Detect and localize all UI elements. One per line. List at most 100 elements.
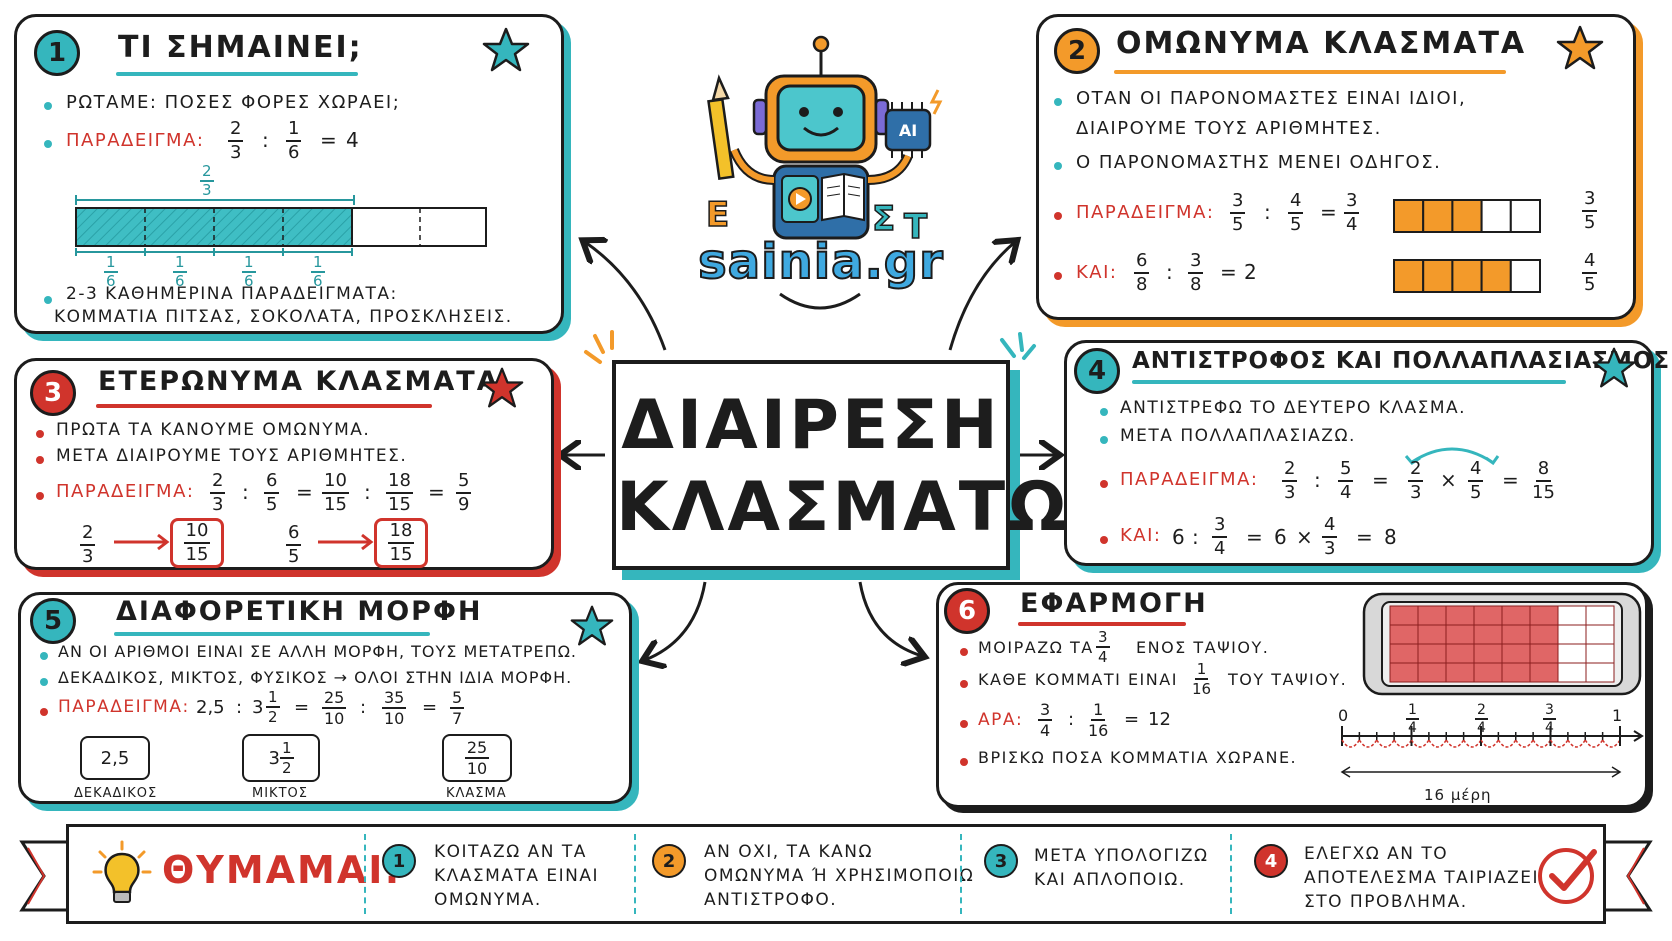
tray-cell	[1557, 624, 1587, 645]
hop-arc	[1584, 739, 1604, 748]
hop-arc	[1567, 739, 1586, 748]
tray-cell	[1473, 605, 1503, 626]
card6-title-underline	[1018, 622, 1186, 626]
card3-title-underline	[96, 404, 432, 408]
star-icon	[1592, 347, 1636, 388]
card5-bullet-same-form: ΔΕΚΑΔΙΚΟΣ, ΜΙΚΤΟΣ, ΦΥΣΙΚΟΣ → ΟΛΟΙ ΣΤΗΝ Ι…	[58, 668, 573, 687]
step3-badge: 3	[984, 844, 1018, 878]
bar1-segment	[1393, 199, 1425, 233]
card4-bullet-multiply: ΜΕΤΑ ΠΟΛΛΑΠΛΑΣΙΑΖΩ.	[1120, 426, 1356, 446]
step2-text-1: ΑΝ ΟΧΙ, ΤΑ ΚΑΝΩ	[704, 842, 874, 862]
card2-e1-op: :	[1264, 200, 1271, 224]
card3-e-op2: :	[364, 480, 371, 504]
card6-bullet-find: ΒΡΙΣΚΩ ΠΟΣΑ ΚΟΜΜΑΤΙΑ ΧΩΡΑΝΕ.	[978, 748, 1298, 767]
card5-e-op1: :	[236, 697, 243, 718]
tray-cell	[1445, 643, 1475, 664]
card4-e2-whole2: 6	[1274, 525, 1287, 549]
center-title-line2: ΚΛΑΣΜΑΤΩΝ	[616, 468, 1129, 547]
step1-text-3: ΟΜΩΝΥΜΑ.	[434, 890, 542, 910]
tray-cell	[1501, 662, 1531, 683]
lightbulb-icon	[92, 840, 152, 903]
card2-kai-label: ΚΑΙ:	[1076, 262, 1118, 283]
tray-cell	[1417, 605, 1447, 626]
logo-smile	[779, 292, 861, 310]
card5-e-op2: :	[360, 697, 367, 718]
card1-eq: =	[320, 128, 337, 152]
tray-cell	[1473, 624, 1503, 645]
card5-decimal-label: ΔΕΚΑΔΙΚΟΣ	[74, 786, 158, 801]
card6-number-line	[1340, 726, 1644, 778]
hop-arc	[1515, 739, 1534, 748]
card6-ara-label: ΑΡΑ:	[978, 710, 1024, 730]
card5-example-label: ΠΑΡΑΔΕΙΓΜΑ:	[58, 697, 190, 717]
card5-fraction-label: ΚΛΑΣΜΑ	[446, 786, 507, 801]
step4-text-2: ΑΠΟΤΕΛΕΣΜΑ ΤΑΙΡΙΑΖΕΙ	[1304, 868, 1540, 888]
card2-title: ΟΜΩΝΥΜΑ ΚΛΑΣΜΑΤΑ	[1116, 26, 1527, 61]
center-title-line1: ΔΙΑΙΡΕΣΗ	[621, 386, 1001, 465]
tray-cell	[1473, 643, 1503, 664]
tray-cell	[1445, 662, 1475, 683]
tray-cell	[1557, 662, 1587, 683]
card4-e2-op: :	[1192, 525, 1199, 549]
step2-badge: 2	[652, 844, 686, 878]
card4-example-label: ΠΑΡΑΔΕΙΓΜΑ:	[1120, 469, 1259, 490]
card6-e-op: :	[1068, 709, 1075, 730]
tray-cell	[1473, 662, 1503, 683]
card5-decimal-box: 2,5	[80, 736, 150, 780]
banner-ribbon-ends	[19, 840, 1653, 912]
card-meaning	[14, 14, 564, 334]
card3-e-eq2: =	[428, 480, 445, 504]
hop-arc	[1393, 739, 1413, 748]
card5-e-eq2: =	[422, 697, 438, 718]
card4-e-op1: :	[1314, 468, 1321, 492]
card2-bar-3-5	[1393, 199, 1542, 233]
card2-e1-eq: =	[1320, 200, 1337, 224]
step1-badge: 1	[382, 844, 416, 878]
banner-title: ΘΥΜΑΜΑΙ:	[162, 848, 402, 892]
tray-cell	[1529, 624, 1559, 645]
tray-cell	[1501, 605, 1531, 626]
card1-op: :	[262, 128, 269, 152]
arrow-to-card5	[645, 581, 707, 660]
hop-arc	[1601, 739, 1621, 748]
arrow-to-card6	[858, 581, 922, 656]
tray-cell	[1585, 662, 1615, 683]
card4-e2-times: ×	[1296, 525, 1313, 549]
hop-arc	[1428, 739, 1447, 748]
tray-cell	[1417, 643, 1447, 664]
card5-e-eq1: =	[294, 697, 310, 718]
card1-example-label: ΠΑΡΑΔΕΙΓΜΑ:	[66, 130, 205, 151]
card4-e2-eq2: =	[1356, 525, 1373, 549]
card5-title-underline	[114, 632, 430, 636]
card4-e2-result: 8	[1384, 525, 1397, 549]
tray-cell	[1585, 643, 1615, 664]
step4-text-1: ΕΛΕΓΧΩ ΑΝ ΤΟ	[1304, 844, 1449, 864]
svg-text:Τ: Τ	[904, 207, 928, 247]
card6-bullet-piece-b: ΤΟΥ ΤΑΨΙΟΥ.	[1228, 670, 1348, 689]
tray-cell	[1585, 605, 1615, 626]
hop-arc	[1358, 739, 1378, 748]
pencil-icon	[707, 74, 735, 181]
tray-cell	[1529, 662, 1559, 683]
card1-number-badge: 1	[34, 30, 80, 76]
step1-text-2: ΚΛΑΣΜΑΤΑ ΕΙΝΑΙ	[434, 866, 599, 886]
